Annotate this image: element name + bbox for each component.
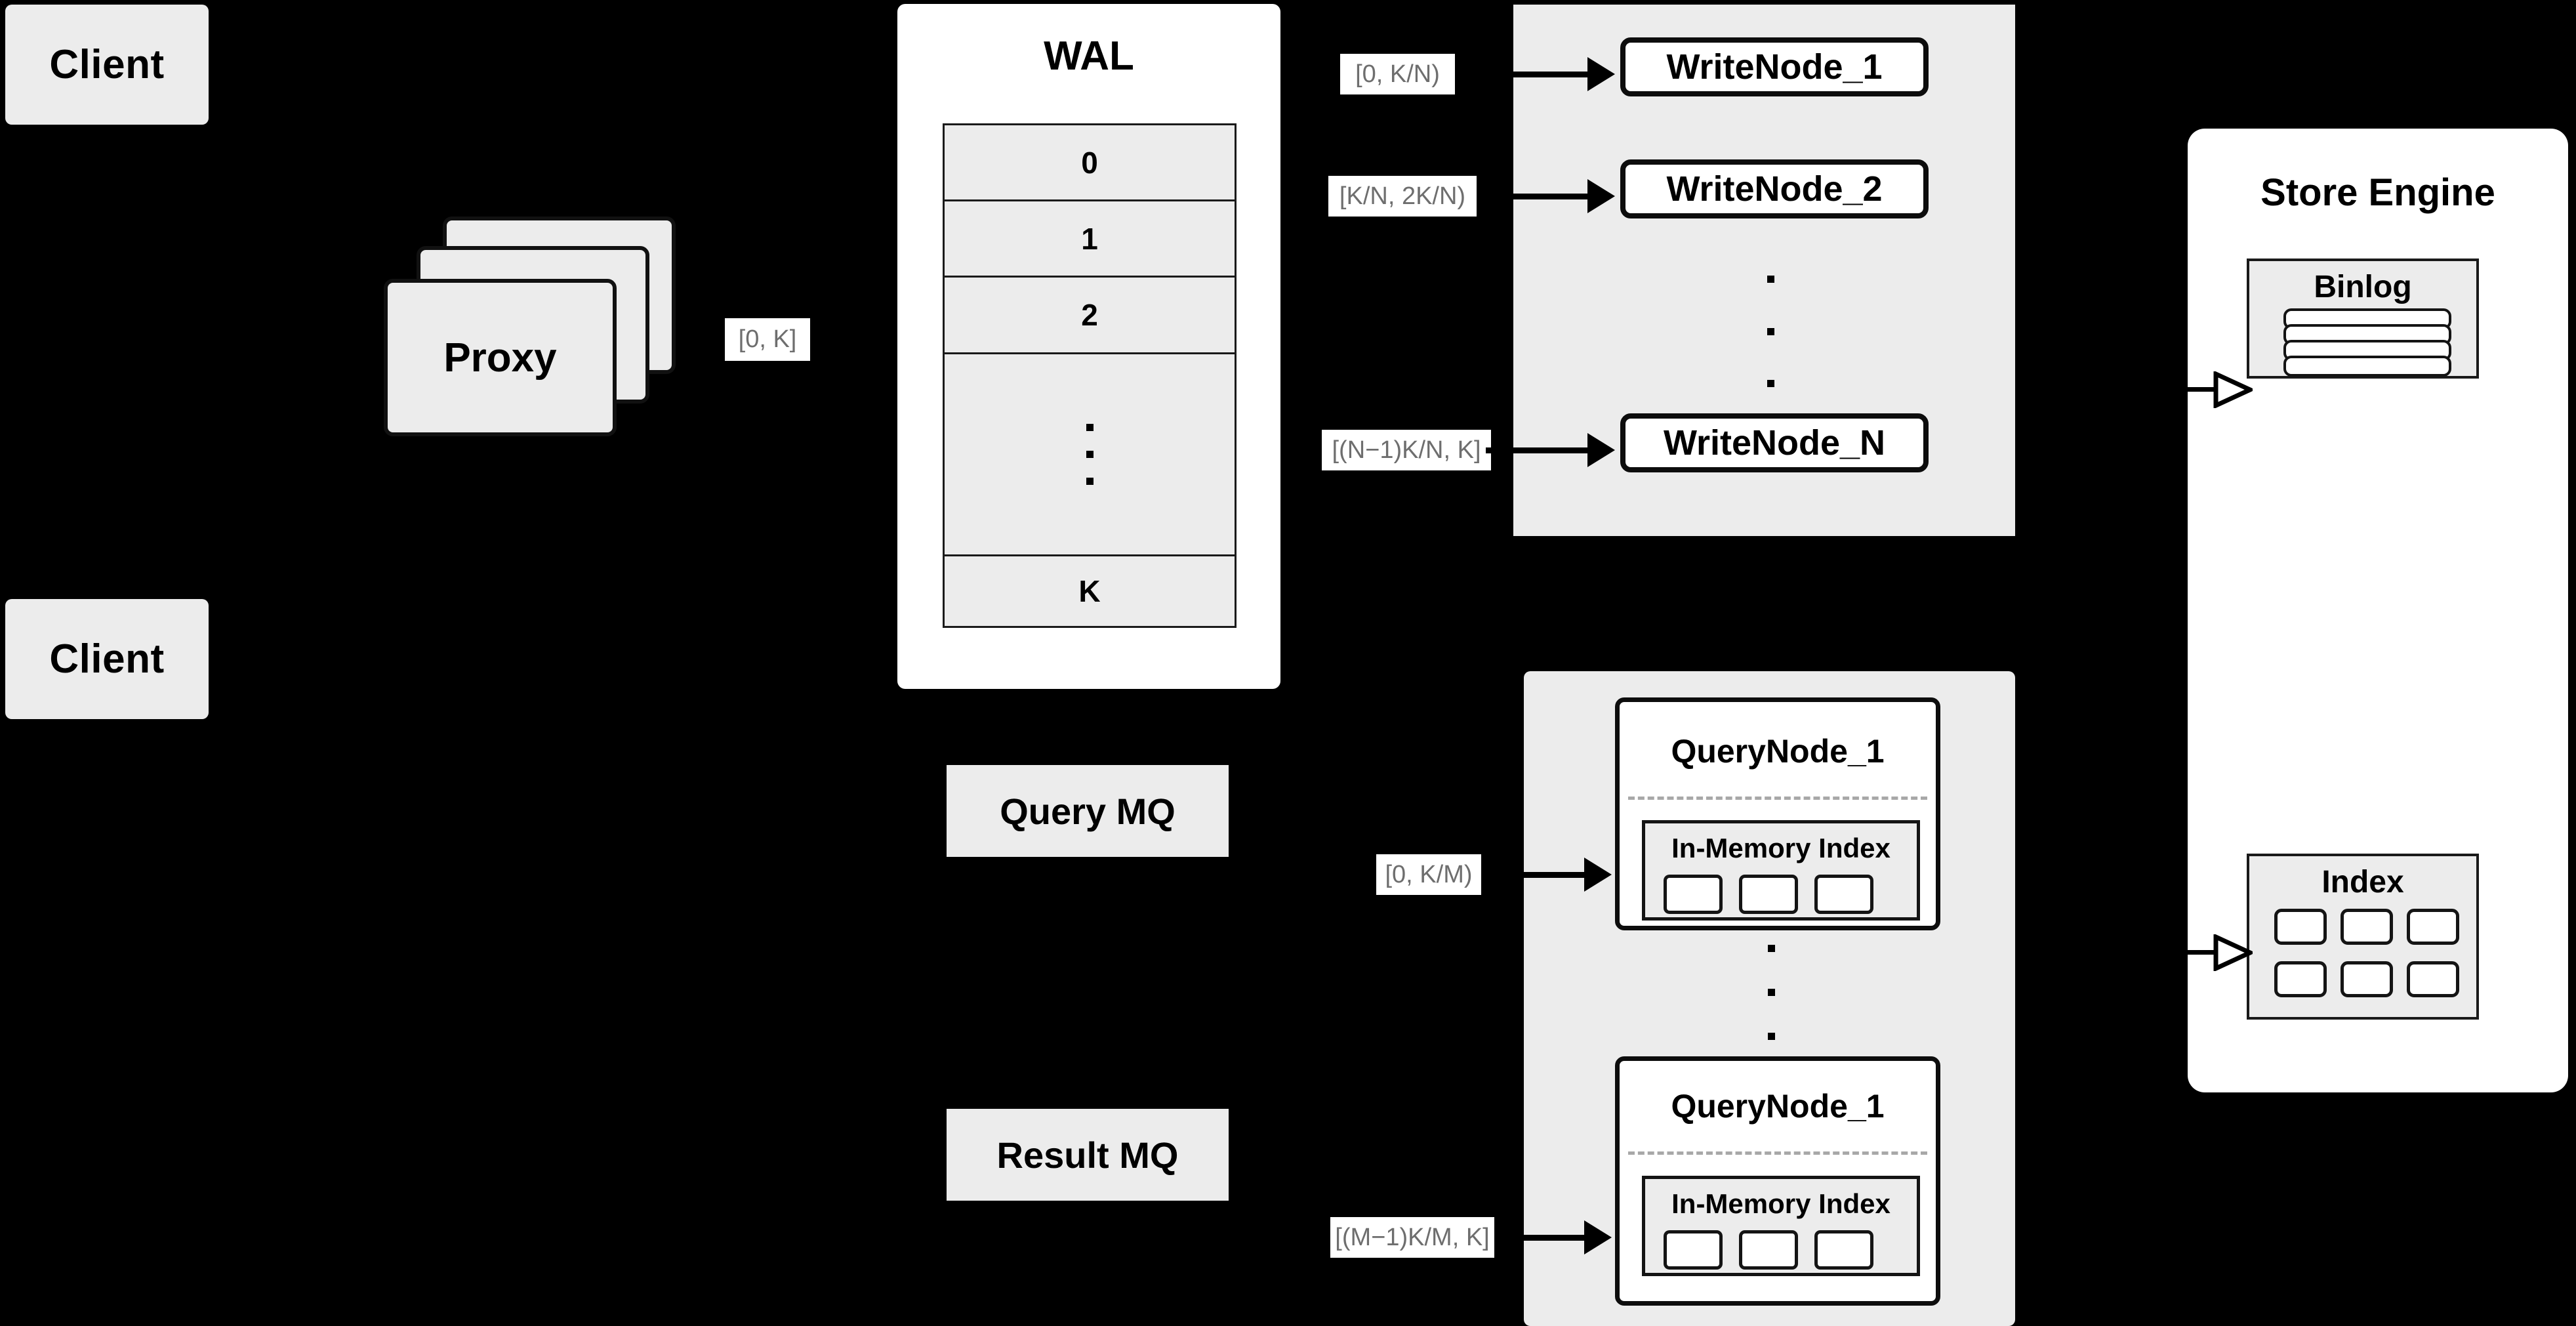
arrow-line-query-1 [1502,872,1584,878]
wal-table: 0 1 2 K [943,123,1237,628]
ellipsis-dot [1086,423,1094,431]
ellipsis-dot [1767,945,1775,952]
arrow-line-write-n [1486,447,1587,453]
query-mq-label: Query MQ [1000,790,1176,832]
query-node-2[interactable]: QueryNode_1 In-Memory Index [1615,1056,1940,1306]
arrow-head-query-2 [1584,1220,1612,1254]
write-node-n[interactable]: WriteNode_N [1620,413,1929,472]
result-mq-label: Result MQ [996,1134,1179,1176]
store-engine-container: Store Engine Binlog Index [2188,129,2568,1092]
binlog-row [2283,356,2451,377]
write-node-1[interactable]: WriteNode_1 [1620,37,1929,96]
arrow-line-write-1 [1486,72,1587,77]
query-node-1-title: QueryNode_1 [1671,733,1885,770]
wal-title: WAL [1044,33,1134,79]
write-node-n-range-label: [(N−1)K/N, K] [1322,430,1491,470]
store-engine-title: Store Engine [2260,171,2495,214]
client-label-1: Client [49,42,165,87]
write-node-2-range-label: [K/N, 2K/N) [1328,176,1477,217]
index-cell [2407,909,2459,945]
binlog-panel: Binlog [2247,259,2479,379]
client-box-2: Client [5,599,209,719]
arrow-head-write-1 [1587,57,1615,91]
query-node-2-divider [1628,1151,1927,1155]
wal-row-1: 1 [945,201,1235,278]
ellipsis-dot [1767,1033,1775,1040]
index-cell [1664,875,1723,914]
index-cell [2274,909,2327,945]
arrow-line-write-2 [1486,194,1587,199]
client-label-2: Client [49,636,165,682]
proxy-range-label: [0, K] [725,318,810,361]
arrow-head-write-n [1587,433,1615,467]
index-cell [2274,961,2327,997]
query-node-1-range-label: [0, K/M) [1376,854,1481,895]
query-node-2-in-memory-index: In-Memory Index [1642,1176,1920,1276]
wal-row-2: 2 [945,278,1235,354]
write-node-2[interactable]: WriteNode_2 [1620,159,1929,218]
write-node-n-label: WriteNode_N [1663,423,1886,463]
result-mq-box[interactable]: Result MQ [947,1109,1229,1201]
wal-row-0: 0 [945,125,1235,202]
arrow-head-hollow-binlog [2213,371,2253,408]
index-cell [1814,1230,1873,1270]
arrow-head-hollow-index [2213,934,2253,971]
ellipsis-dot [1086,477,1094,485]
index-title: Index [2321,865,2404,900]
ellipsis-dot [1767,276,1774,283]
write-node-1-range-label: [0, K/N) [1340,54,1455,94]
wal-row-k: K [945,556,1235,626]
write-node-1-label: WriteNode_1 [1666,47,1883,87]
query-node-1-divider [1628,797,1927,800]
query-mq-box[interactable]: Query MQ [947,765,1229,857]
arrow-line-query-2 [1502,1235,1584,1241]
wal-row-ellipsis [945,354,1235,556]
index-cell [1664,1230,1723,1270]
index-panel: Index [2247,854,2479,1020]
arrow-line-index [2186,950,2217,955]
ellipsis-dot [1767,989,1775,996]
query-node-1-in-memory-index: In-Memory Index [1642,820,1920,921]
proxy-card-front[interactable]: Proxy [384,279,617,436]
query-node-2-range-label: [(M−1)K/M, K] [1330,1217,1494,1258]
write-node-2-label: WriteNode_2 [1666,169,1883,209]
query-node-2-title: QueryNode_1 [1671,1088,1885,1125]
binlog-title: Binlog [2314,270,2412,304]
write-node-ellipsis [1766,276,1775,387]
index-cell [1739,875,1798,914]
index-cell [2407,961,2459,997]
query-node-1[interactable]: QueryNode_1 In-Memory Index [1615,697,1940,930]
arrow-line-binlog [2186,387,2217,392]
proxy-label: Proxy [443,335,557,381]
ellipsis-dot [1086,450,1094,458]
query-node-ellipsis [1767,945,1776,1040]
ellipsis-dot [1767,327,1774,335]
query-node-2-index-title: In-Memory Index [1671,1188,1891,1219]
client-box-1: Client [5,5,209,125]
index-cell [2341,909,2393,945]
index-cell [1814,875,1873,914]
arrow-head-write-2 [1587,179,1615,213]
arrow-head-query-1 [1584,858,1612,892]
index-cell [1739,1230,1798,1270]
query-node-1-index-title: In-Memory Index [1671,833,1891,863]
index-cell [2341,961,2393,997]
ellipsis-dot [1767,380,1774,387]
